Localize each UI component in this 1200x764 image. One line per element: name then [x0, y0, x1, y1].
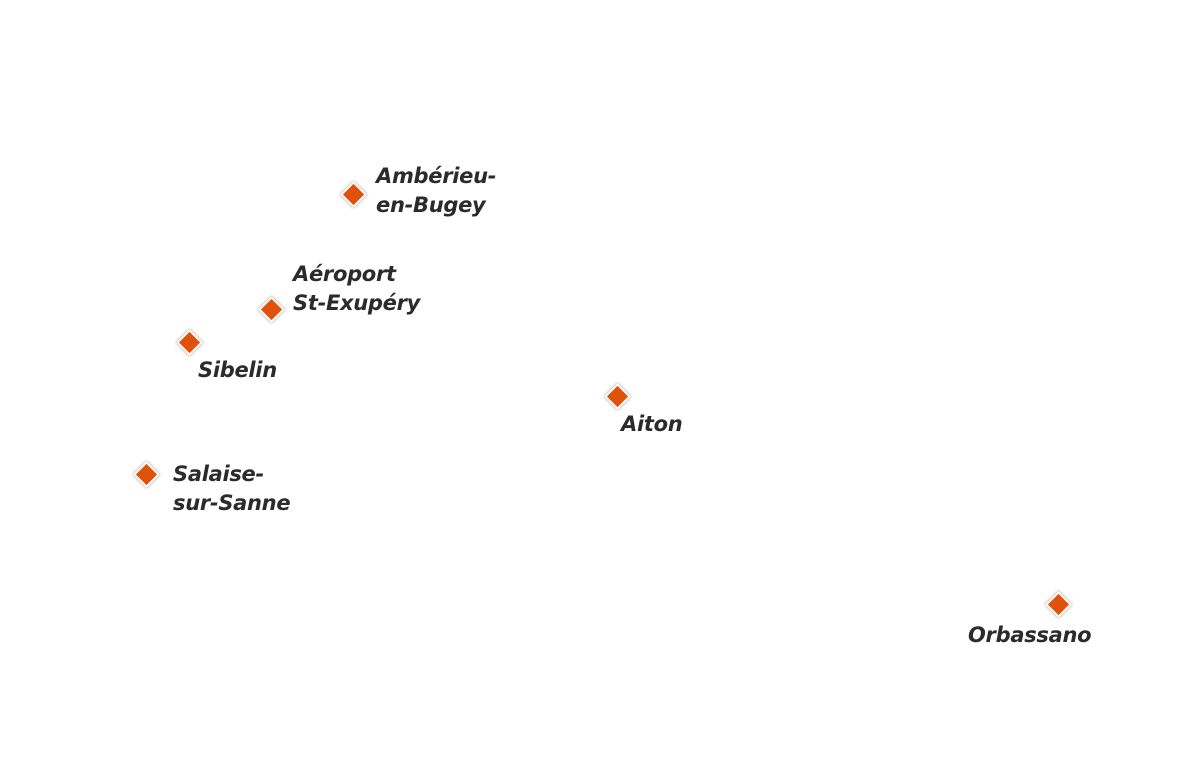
site-marker-aeroport-icon[interactable] [258, 296, 285, 323]
site-label-aeroport: Aéroport St-Exupéry [293, 260, 420, 318]
site-label-line: en-Bugey [376, 193, 486, 217]
site-label-orbassano: Orbassano [968, 621, 1092, 650]
site-label-line: Aiton [621, 412, 683, 436]
site-label-line: Aéroport [293, 262, 396, 286]
site-label-sibelin: Sibelin [198, 356, 277, 385]
site-label-line: sur-Sanne [173, 491, 291, 515]
site-marker-salaise-icon[interactable] [133, 461, 160, 488]
site-label-line: Orbassano [968, 623, 1092, 647]
site-label-line: Ambérieu- [376, 164, 497, 188]
site-label-amberieu: Ambérieu- en-Bugey [376, 162, 496, 220]
site-marker-aiton-icon[interactable] [604, 383, 631, 410]
site-label-aiton: Aiton [621, 410, 683, 439]
site-label-line: Sibelin [198, 358, 277, 382]
site-label-salaise: Salaise- sur-Sanne [173, 460, 291, 518]
site-marker-orbassano-icon[interactable] [1045, 591, 1072, 618]
site-label-line: Salaise- [173, 462, 264, 486]
site-marker-amberieu-icon[interactable] [340, 181, 367, 208]
site-label-line: St-Exupéry [293, 291, 421, 315]
site-marker-sibelin-icon[interactable] [176, 329, 203, 356]
